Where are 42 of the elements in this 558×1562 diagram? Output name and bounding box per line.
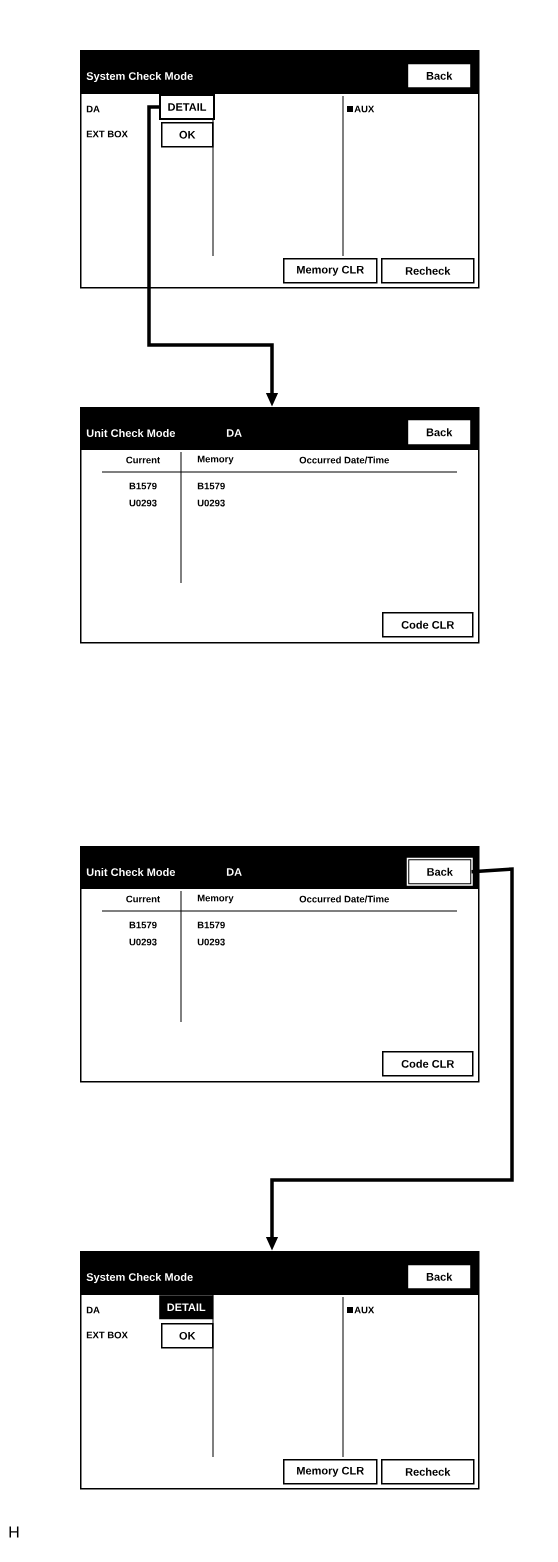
- item-label: DA: [86, 1306, 100, 1314]
- button: Memory CLR: [283, 258, 378, 284]
- unit-name: DA: [226, 868, 242, 876]
- button: Back: [406, 857, 473, 886]
- button: Memory CLR: [283, 1459, 378, 1485]
- button: Back: [408, 1265, 471, 1289]
- screen-title: System Check Mode: [86, 1272, 193, 1284]
- button: DETAIL: [159, 1295, 214, 1320]
- column-header: Memory: [197, 455, 234, 465]
- button: Code CLR: [382, 1051, 474, 1077]
- item-label: AUX: [354, 105, 375, 113]
- column-header: Current: [126, 895, 161, 903]
- item-label: EXT BOX: [86, 1331, 128, 1339]
- column-header: Occurred Date/Time: [299, 895, 389, 903]
- code-value: B1579: [197, 482, 225, 490]
- button: OK: [161, 122, 214, 148]
- column-header: Occurred Date/Time: [299, 456, 389, 464]
- node-label: DETAIL: [167, 1303, 206, 1311]
- item-label: EXT BOX: [86, 130, 128, 138]
- button: Code CLR: [382, 612, 474, 638]
- code-value: U0293: [197, 499, 225, 507]
- button: DETAIL: [159, 94, 215, 120]
- column-header: Current: [126, 456, 161, 464]
- screen-title: Unit Check Mode: [86, 428, 176, 438]
- code-value: U0293: [129, 499, 157, 507]
- code-value: B1579: [129, 482, 157, 490]
- column-header: Memory: [197, 894, 234, 904]
- button: Recheck: [381, 1459, 475, 1485]
- code-value: B1579: [197, 921, 225, 929]
- item-label: AUX: [354, 1306, 375, 1314]
- code-value: B1579: [129, 921, 157, 929]
- code-value: U0293: [197, 938, 225, 946]
- button: OK: [161, 1323, 214, 1349]
- button: Recheck: [381, 258, 475, 284]
- unit-name: DA: [226, 429, 242, 437]
- screen-title: Unit Check Mode: [86, 867, 176, 877]
- button: Back: [408, 64, 471, 88]
- screen-title: System Check Mode: [86, 71, 193, 83]
- item-label: DA: [86, 105, 100, 113]
- code-value: U0293: [129, 938, 157, 946]
- button: Back: [408, 420, 471, 445]
- figure-letter: H: [9, 1526, 19, 1538]
